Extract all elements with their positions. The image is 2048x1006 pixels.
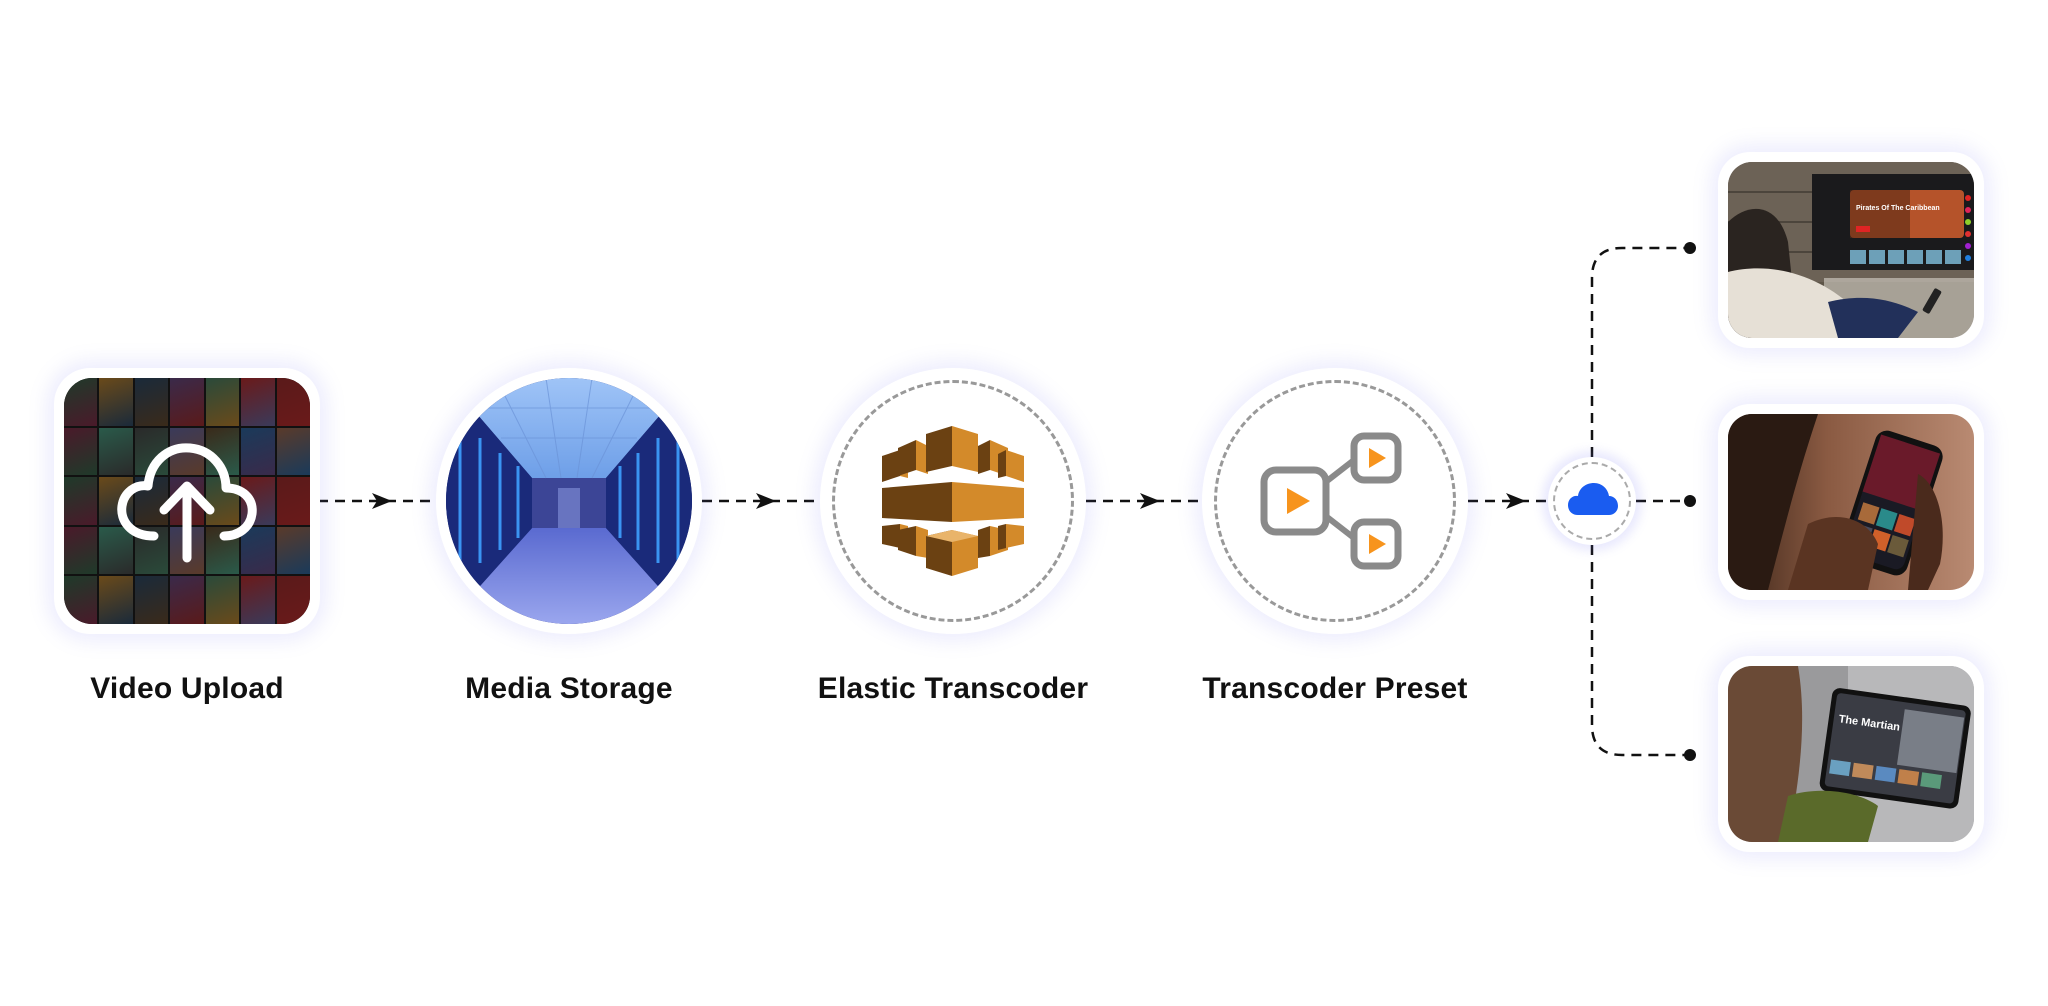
poster-tile [99,576,133,624]
arrowhead-4 [1506,493,1526,509]
poster-tile [241,378,275,426]
smart-tv-photo: Pirates Of The Caribbean [1728,162,1974,338]
poster-tile [276,427,310,476]
step-label-transcoder-preset: Transcoder Preset [1202,672,1468,705]
video-upload-node[interactable] [54,368,320,634]
play-icon-top [1369,448,1386,468]
dashed-ring [832,380,1074,622]
output-tablet[interactable]: The Martian [1718,656,1984,852]
cloud-icon [1568,483,1618,515]
poster-tile [276,526,310,575]
endpoint-dot-tablet [1684,749,1696,761]
poster-tile [64,526,98,575]
poster-tile [205,576,240,624]
edge-hub-to-tablet [1590,545,1690,757]
output-smartphone[interactable] [1718,404,1984,600]
poster-tile [205,378,240,426]
poster-tile [99,526,133,575]
preset-branch-icon [1260,432,1402,570]
poster-tile [170,576,204,624]
output-smart-tv[interactable]: Pirates Of The Caribbean [1718,152,1984,348]
poster-tile [64,477,98,525]
poster-tile [241,526,275,575]
step-label-elastic-transcoder: Elastic Transcoder [817,672,1089,705]
poster-tile [64,378,98,426]
smartphone-photo [1728,414,1974,590]
poster-tile [99,378,133,426]
endpoint-dot-tv [1684,242,1696,254]
poster-tile [170,378,204,426]
elastic-transcoder-node[interactable] [820,368,1086,634]
poster-tile [241,427,275,476]
poster-tile [134,576,169,624]
step-label-media-storage: Media Storage [465,672,673,705]
poster-tile [241,576,275,624]
endpoint-dot-phone [1684,495,1696,507]
media-storage-node[interactable] [436,368,702,634]
data-center-image [446,378,692,624]
server-room-illustration [446,378,692,624]
edge-hub-to-tv [1590,246,1690,457]
step-label-video-upload: Video Upload [90,672,284,705]
transcoder-preset-node[interactable] [1202,368,1468,634]
cloud-upload-icon [117,443,257,563]
arrowhead-2 [756,493,776,509]
movie-poster-collage [64,378,310,624]
tv-screen-title: Pirates Of The Caribbean [1856,205,1940,212]
play-icon-large [1287,488,1310,514]
poster-tile [64,576,98,624]
dashed-ring [1214,380,1456,622]
cloud-hub-node[interactable] [1548,457,1636,545]
play-icon-bottom [1369,534,1386,554]
poster-tile [64,427,98,476]
poster-tile [99,427,133,476]
poster-tile [276,378,310,426]
poster-tile [134,378,169,426]
poster-tile [276,576,310,624]
arrowhead-3 [1140,493,1160,509]
poster-tile [276,477,310,525]
tablet-photo: The Martian [1728,666,1974,842]
aws-elastic-transcoder-icon [882,426,1024,576]
arrowhead-1 [372,493,392,509]
dashed-ring [1553,462,1631,540]
